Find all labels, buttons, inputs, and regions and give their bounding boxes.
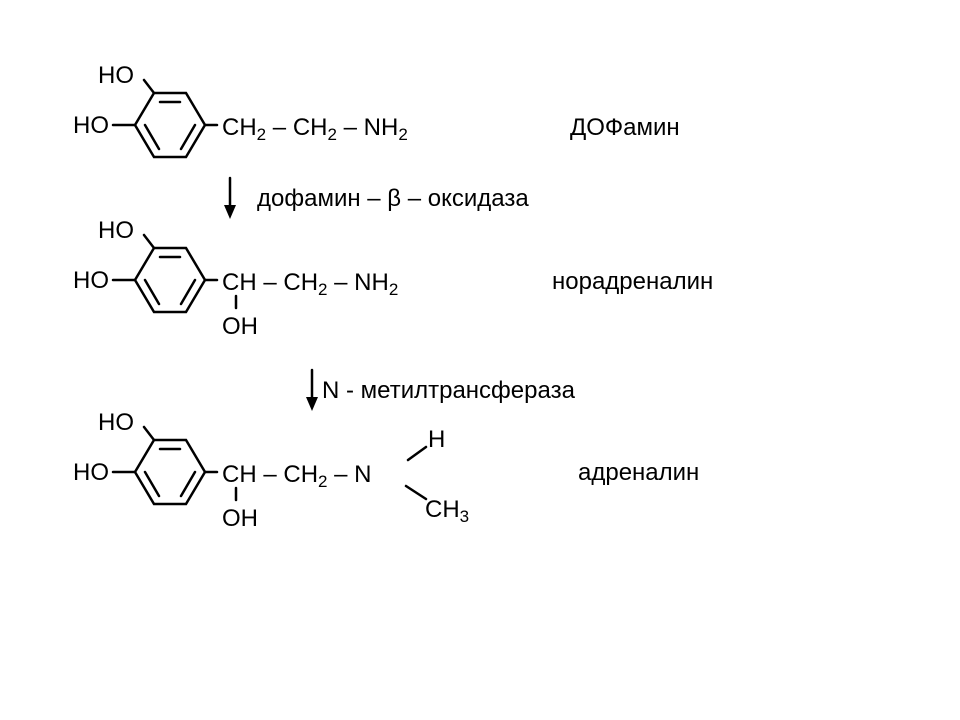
benzene-ring-2 [111, 233, 238, 314]
chain-subscript: 2 [318, 472, 328, 491]
chain-subscript: 2 [388, 280, 399, 299]
methyl-atom: CH [425, 496, 460, 523]
hydroxyl-label-left-1: HO [73, 112, 109, 139]
chain-subscript: 2 [318, 280, 328, 299]
enzyme-label-2: N - метилтрансфераза [322, 377, 575, 404]
chain-subscript: 2 [327, 125, 337, 144]
side-chain-1: CH2 – CH2 – NH2 [222, 114, 408, 144]
chain-atom: – CH [256, 269, 319, 296]
hydroxyl-substituent-3: OH [222, 505, 258, 532]
chain-subscript: 2 [256, 125, 267, 144]
methyl-group-label: CH3 [425, 496, 469, 526]
hydroxyl-label-left-3: HO [73, 459, 109, 486]
arrow-head-2 [306, 397, 318, 411]
hydroxyl-label-top-3: HO [98, 409, 134, 436]
benzene-ring-1 [111, 78, 219, 159]
methyl-subscript: 3 [459, 507, 470, 526]
chain-atom: CH [222, 461, 257, 488]
hydroxyl-label-left-2: HO [73, 267, 109, 294]
chain-atom: – N [327, 461, 372, 488]
chain-atom: CH [222, 269, 257, 296]
hydroxyl-label-top-2: HO [98, 217, 134, 244]
chain-subscript: 2 [398, 125, 408, 144]
arrow-head-1 [224, 205, 236, 219]
side-chain-3: CH – CH2 – N [222, 461, 372, 491]
chain-atom: – NH [327, 269, 389, 296]
hydroxyl-substituent-2: OH [222, 313, 258, 340]
molecule-name-1: ДОФамин [570, 114, 680, 141]
chain-atom: – NH [336, 114, 399, 141]
chain-atom: CH [222, 114, 257, 141]
molecule-name-2: норадреналин [552, 268, 714, 295]
benzene-ring-3 [111, 425, 428, 506]
chain-atom: – CH [266, 114, 328, 141]
side-chain-2: CH – CH2 – NH2 [222, 269, 398, 299]
molecule-name-3: адреналин [578, 459, 700, 486]
chain-atom: – CH [256, 461, 319, 488]
amine-hydrogen-label: H [428, 426, 446, 453]
enzyme-label-1: дофамин – β – оксидаза [257, 185, 529, 212]
hydroxyl-label-top-1: HO [98, 62, 134, 89]
